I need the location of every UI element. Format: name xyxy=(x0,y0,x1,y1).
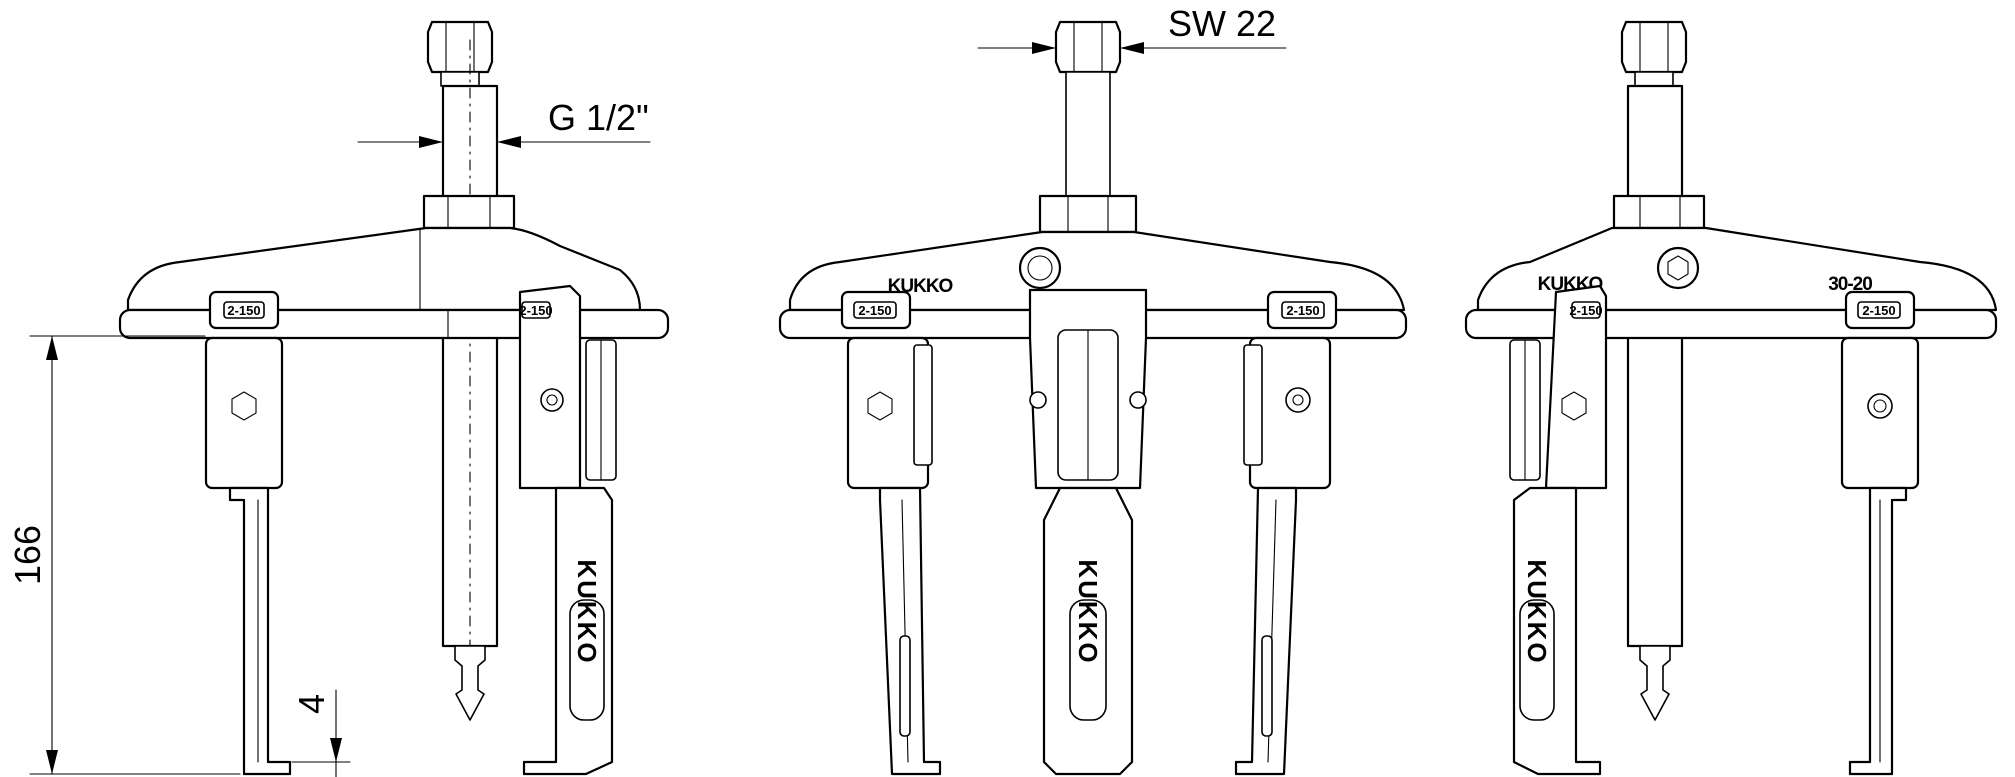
dim-thread: G 1/2" xyxy=(548,97,649,138)
size-tag-middle-2: 2-150 xyxy=(1286,303,1319,318)
size-tag-left-2: 2-150 xyxy=(519,303,552,318)
brand-vertical-left: KUKKO xyxy=(572,559,602,664)
size-tag-right-1: 2-150 xyxy=(1569,303,1602,318)
puller-view-left: 2-150 2-150 KUKKO xyxy=(118,20,670,776)
model-label: 30-20 xyxy=(1828,274,1872,295)
brand-vertical-middle: KUKKO xyxy=(1073,559,1103,664)
dim-foot-4: 4 xyxy=(291,694,332,714)
puller-view-middle: KUKKO KUKKO 2-150 2-150 xyxy=(778,20,1408,776)
size-tag-right-2: 2-150 xyxy=(1862,303,1895,318)
hex-bolt-icon xyxy=(231,391,257,421)
dim-wrench: SW 22 xyxy=(1168,3,1276,44)
size-tag-middle-1: 2-150 xyxy=(858,303,891,318)
dim-height-166: 166 xyxy=(7,525,48,585)
brand-vertical-right: KUKKO xyxy=(1522,559,1552,664)
dimension-annotations: 166 4 G 1/2" SW 22 xyxy=(7,3,1287,777)
size-tag-left-1: 2-150 xyxy=(227,303,260,318)
puller-view-right: KUKKO 30-20 2-150 KUKKO 2-150 xyxy=(1464,20,1998,776)
